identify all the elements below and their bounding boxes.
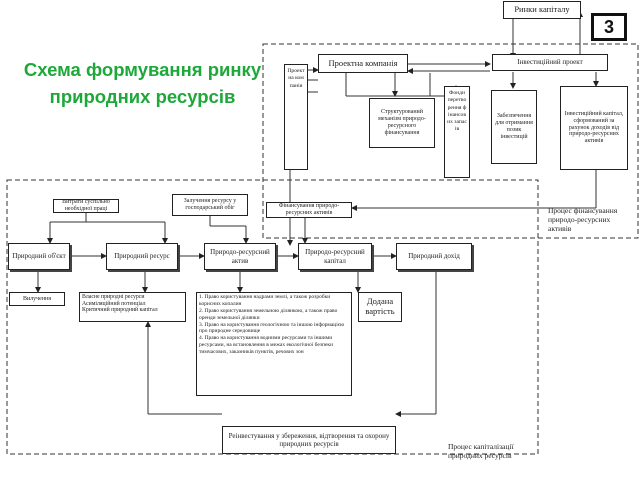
- financing-process-label: Процес фінансування природо-ресурсних ак…: [548, 206, 618, 233]
- reinvestment-box: Реінвестування у збереження, відтворення…: [222, 426, 396, 454]
- rights-list-box: 1. Право користування надрами землі, а т…: [196, 292, 352, 396]
- capital-market-box: Ринки капіталу: [503, 1, 581, 19]
- investment-project-box: Інвестиційний проект: [492, 54, 608, 71]
- natural-asset-box: Природо-ресурсний актив: [204, 243, 276, 270]
- resource-types-box: Власне природні ресурси Асиміляційний по…: [79, 292, 186, 322]
- capitalization-process-label: Процес капіталізації природних ресурсів: [448, 442, 514, 460]
- withdrawal-box: Вилучення: [9, 292, 65, 306]
- investment-capital-box: Інвестиційний капітал, сформований за ра…: [560, 86, 628, 170]
- capitalization-process-frame: [6, 179, 539, 455]
- funding-sources-box: Фонди перетворення фінансових запасів: [444, 86, 470, 178]
- natural-capital-box: Природо-ресурсний капітал: [298, 243, 372, 270]
- slide-number-badge: 3: [591, 13, 627, 41]
- collateral-box: Забезпечення для отримання позик інвести…: [491, 90, 537, 164]
- financing-process-frame: [262, 43, 639, 239]
- added-costs-box: Додана вартість: [358, 292, 402, 322]
- diagram-title-line-2: природних ресурсів: [49, 86, 236, 107]
- project-company-vertical-box: Проектна компанія: [284, 64, 308, 170]
- structured-financing-box: Структурований механізм природо-ресурсно…: [369, 98, 435, 148]
- financing-assets-box: Фінансування природо-ресурсних активів: [266, 202, 352, 218]
- external-sources-box: Витрати суспільно необхідної праці: [53, 199, 119, 213]
- natural-object-box: Природний об'єкт: [8, 243, 70, 270]
- state-involvement-box: Залучення ресурсу у господарський обіг: [172, 194, 248, 216]
- natural-resource-box: Природний ресурс: [106, 243, 178, 270]
- project-company-box: Проектна компанія: [318, 54, 408, 73]
- diagram-title-line-1: Схема формування ринку: [23, 59, 262, 80]
- natural-income-box: Природний дохід: [396, 243, 472, 270]
